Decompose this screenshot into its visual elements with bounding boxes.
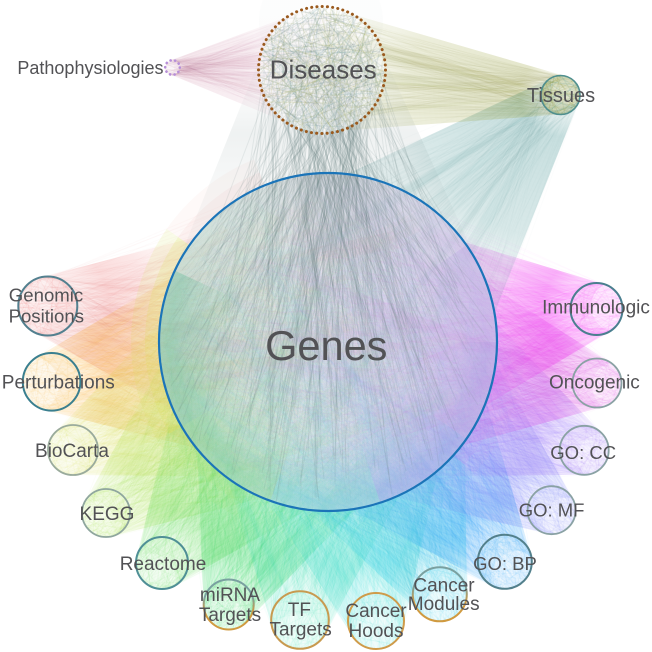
svg-text:miRNA: miRNA bbox=[200, 585, 260, 606]
svg-text:GO: MF: GO: MF bbox=[519, 500, 585, 521]
svg-text:Modules: Modules bbox=[408, 594, 480, 615]
svg-text:Cancer: Cancer bbox=[413, 575, 475, 596]
svg-text:Tissues: Tissues bbox=[527, 85, 595, 107]
svg-text:GO: BP: GO: BP bbox=[473, 553, 537, 574]
svg-text:Genomic: Genomic bbox=[9, 285, 83, 306]
svg-text:TF: TF bbox=[288, 600, 311, 621]
svg-text:Hoods: Hoods bbox=[349, 621, 404, 642]
svg-text:Immunologic: Immunologic bbox=[542, 298, 650, 319]
svg-text:Targets: Targets bbox=[269, 620, 331, 641]
svg-text:Genes: Genes bbox=[265, 322, 387, 369]
svg-text:Perturbations: Perturbations bbox=[2, 373, 115, 394]
svg-text:Diseases: Diseases bbox=[270, 54, 377, 84]
svg-text:BioCarta: BioCarta bbox=[35, 441, 109, 462]
svg-text:GO: CC: GO: CC bbox=[550, 442, 616, 463]
svg-text:Reactome: Reactome bbox=[120, 554, 207, 575]
svg-text:Targets: Targets bbox=[199, 605, 261, 626]
svg-text:Cancer: Cancer bbox=[345, 601, 407, 622]
svg-text:Positions: Positions bbox=[9, 305, 84, 326]
svg-text:Pathophysiologies: Pathophysiologies bbox=[17, 58, 163, 78]
svg-text:KEGG: KEGG bbox=[80, 504, 135, 525]
svg-text:Oncogenic: Oncogenic bbox=[549, 373, 640, 394]
